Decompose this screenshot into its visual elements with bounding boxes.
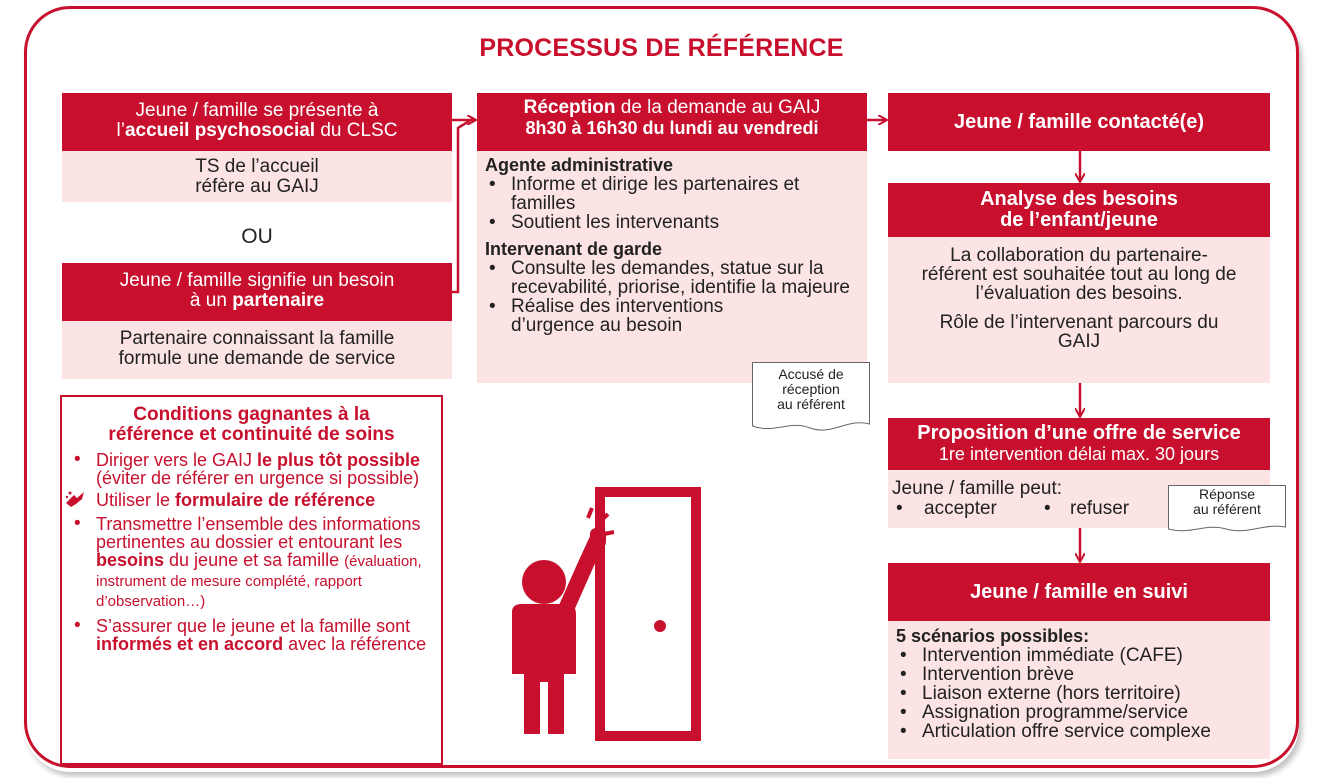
suivi-box: Jeune / famille en suivi [888, 563, 1270, 621]
note-shape [1168, 485, 1286, 532]
accueil-header-line2: l’accueil psychosocial du CLSC [116, 120, 398, 141]
analyse-body-line: référent est souhaitée tout au long de [921, 264, 1237, 285]
scenarios-list: Intervention immédiate (CAFE) Interventi… [896, 646, 1270, 741]
analyse-body-line: Rôle de l’intervenant parcours du [939, 312, 1219, 333]
partenaire-header-line2: à un partenaire [189, 290, 325, 311]
choice-item: accepter [892, 499, 997, 518]
conditions-list: Diriger vers le GAIJ le plus tôt possibl… [65, 451, 433, 653]
condition-item: Diriger vers le GAIJ le plus tôt possibl… [70, 451, 433, 487]
reception-header: Réception de la demande au GAIJ 8h30 à 1… [477, 93, 867, 151]
scenarios-label: 5 scénarios possibles: [896, 626, 1090, 646]
scenario-item: Liaison externe (hors territoire) [896, 684, 1270, 703]
analyse-body: La collaboration du partenaire- référent… [888, 237, 1270, 383]
scenario-item: Articulation offre service complexe [896, 722, 1270, 741]
contact-box: Jeune / famille contacté(e) [888, 93, 1270, 151]
choice-accept: accepter [892, 499, 997, 518]
reponse-note-text: Réponse au référent [1168, 485, 1286, 517]
accuse-note: Accusé de réception au référent [752, 362, 870, 434]
analyse-header: Analyse des besoins de l’enfant/jeune [888, 183, 1270, 237]
analyse-body-line: La collaboration du partenaire- [950, 245, 1208, 266]
reception-body: Agente administrative Informe et dirige … [477, 151, 867, 383]
note-line: Accusé de [778, 366, 844, 382]
accueil-header: Jeune / famille se présente à l’accueil … [62, 93, 452, 151]
condition-item: Utiliser le formulaire de référence [65, 491, 433, 509]
partenaire-body: Partenaire connaissant la famille formul… [62, 321, 452, 379]
reception-header-line2: 8h30 à 16h30 du lundi au vendredi [525, 118, 819, 138]
accueil-body: TS de l’accueil réfère au GAIJ [62, 151, 452, 202]
scenarios-body: 5 scénarios possibles: Intervention immé… [888, 621, 1270, 759]
or-label: OU [241, 225, 273, 248]
analyse-header-line1: Analyse des besoins [980, 188, 1178, 210]
peut-label: Jeune / famille peut: [892, 478, 1063, 499]
choice-item: refuser [1040, 499, 1129, 518]
conditions-box: Conditions gagnantes à la référence et c… [60, 395, 443, 765]
reception-header-line1: Réception de la demande au GAIJ [523, 97, 821, 118]
garde-label: Intervenant de garde [485, 239, 663, 259]
offre-header-line1: Proposition d’une offre de service [917, 422, 1241, 444]
accuse-note-text: Accusé de réception au référent [752, 362, 870, 412]
partenaire-header-line1: Jeune / famille signifie un besoin [119, 270, 395, 291]
agent-item: Informe et dirige les partenaires et fam… [485, 175, 857, 213]
conditions-title: Conditions gagnantes à la [133, 404, 370, 425]
note-shape [752, 362, 870, 431]
condition-item: Transmettre l’ensemble des informations … [70, 515, 433, 611]
garde-list: Consulte les demandes, statue sur la rec… [485, 259, 857, 335]
analyse-header-line2: de l’enfant/jeune [1000, 209, 1158, 231]
note-line: réception [782, 381, 840, 397]
accueil-body-line1: TS de l’accueil [195, 156, 319, 177]
partenaire-header: Jeune / famille signifie un besoin à un … [62, 263, 452, 321]
page-title: PROCESSUS DE RÉFÉRENCE [479, 34, 844, 62]
accueil-header-line1: Jeune / famille se présente à [135, 100, 379, 121]
scenario-item: Assignation programme/service [896, 703, 1270, 722]
offre-header-line2: 1re intervention délai max. 30 jours [938, 444, 1220, 464]
analyse-body-line: GAIJ [1057, 331, 1101, 352]
analyse-body-line: l’évaluation des besoins. [975, 283, 1183, 304]
accueil-body-line2: réfère au GAIJ [195, 176, 319, 197]
choice-refuse: refuser [1040, 499, 1129, 518]
conditions-title-line2: référence et continuité de soins [108, 424, 395, 445]
rounded-frame [24, 6, 1299, 768]
agent-item: Soutient les intervenants [485, 213, 857, 232]
person-knocking-door-icon [488, 478, 706, 746]
reponse-note: Réponse au référent [1168, 485, 1286, 535]
pointer-hand-icon [64, 489, 86, 509]
note-line: au référent [1193, 501, 1261, 517]
condition-item: S’assurer que le jeune et la famille son… [70, 617, 433, 653]
offre-header: Proposition d’une offre de service 1re i… [888, 418, 1270, 470]
note-line: Réponse [1198, 486, 1256, 502]
agent-label: Agente administrative [485, 155, 674, 175]
arrow-partenaire-to-reception [452, 116, 475, 294]
garde-item: Consulte les demandes, statue sur la rec… [485, 259, 857, 297]
garde-item: Réalise des interventions d’urgence au b… [485, 297, 857, 335]
choice-row: accepter refuser [892, 499, 1270, 519]
partenaire-body-line1: Partenaire connaissant la famille [119, 328, 395, 349]
scenario-item: Intervention immédiate (CAFE) [896, 646, 1270, 665]
note-line: au référent [777, 396, 845, 412]
scenario-item: Intervention brève [896, 665, 1270, 684]
partenaire-body-line2: formule une demande de service [118, 348, 396, 369]
agent-list: Informe et dirige les partenaires et fam… [485, 175, 857, 232]
